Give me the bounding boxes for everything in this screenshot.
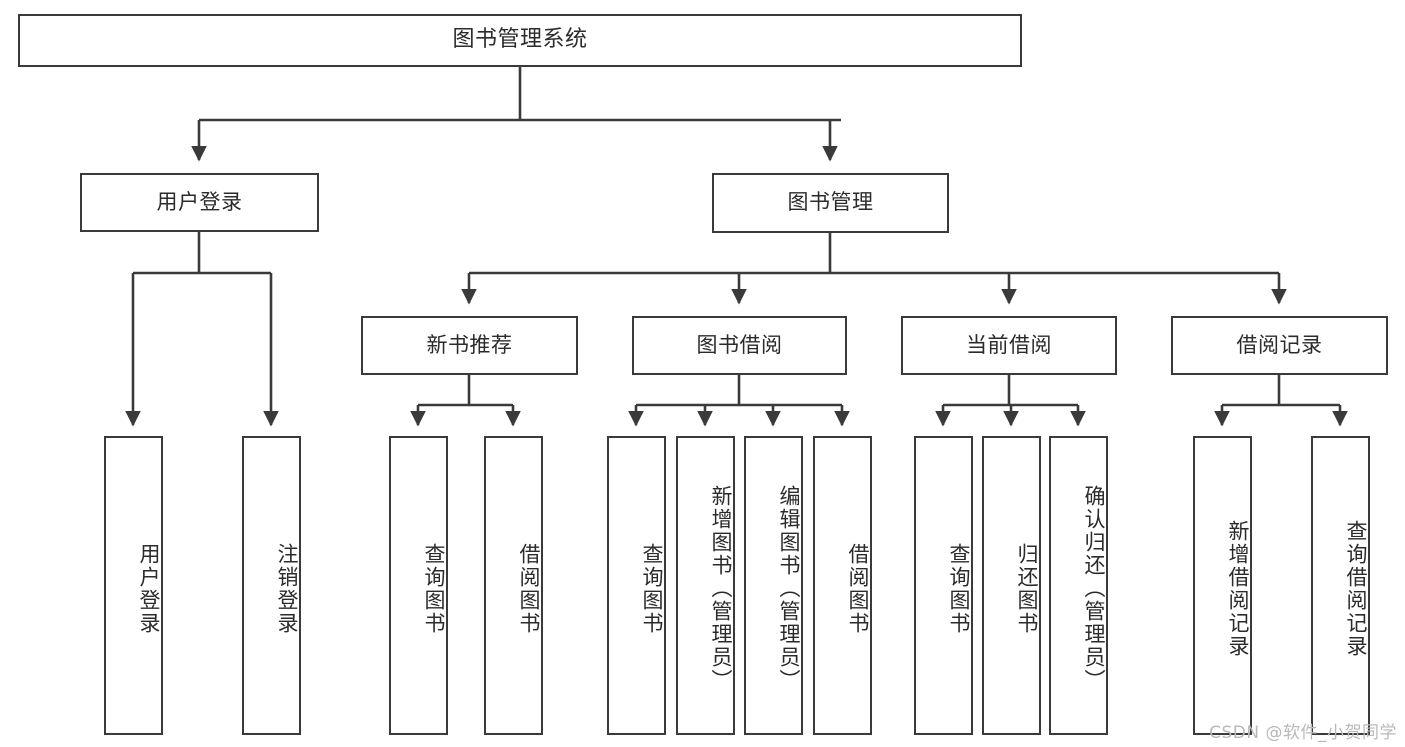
node-leaf-edit-book-label: 编辑图书（管理员） <box>777 485 801 692</box>
node-leaf-query-book-3-label: 查询图书 <box>947 542 971 635</box>
node-book-manage-label: 图书管理 <box>787 190 874 215</box>
node-leaf-confirm-return[interactable]: 确认归还（管理员） <box>1049 436 1108 735</box>
node-book-manage[interactable]: 图书管理 <box>712 173 949 233</box>
node-root-system-label: 图书管理系统 <box>452 27 588 53</box>
node-leaf-query-record[interactable]: 查询借阅记录 <box>1311 436 1370 735</box>
node-leaf-borrow-book-2[interactable]: 借阅图书 <box>813 436 872 735</box>
node-leaf-user-logout-label: 注销登录 <box>275 542 299 635</box>
node-leaf-add-book[interactable]: 新增图书（管理员） <box>676 436 735 735</box>
node-new-book-recommend[interactable]: 新书推荐 <box>361 316 578 375</box>
node-leaf-return-book-label: 归还图书 <box>1015 542 1039 635</box>
node-current-borrow[interactable]: 当前借阅 <box>901 316 1117 375</box>
node-leaf-confirm-return-label: 确认归还（管理员） <box>1082 485 1106 692</box>
csdn-watermark: CSDN @软件_小贺同学 <box>1209 723 1397 743</box>
node-leaf-user-logout[interactable]: 注销登录 <box>242 436 301 735</box>
node-user-login-label: 用户登录 <box>156 189 243 214</box>
node-leaf-add-record-label: 新增借阅记录 <box>1226 519 1250 658</box>
node-leaf-query-book-1[interactable]: 查询图书 <box>389 436 448 735</box>
node-leaf-borrow-book-1-label: 借阅图书 <box>517 542 541 635</box>
node-leaf-query-book-2-label: 查询图书 <box>640 542 664 635</box>
node-leaf-query-book-2[interactable]: 查询图书 <box>607 436 666 735</box>
node-leaf-query-record-label: 查询借阅记录 <box>1344 519 1368 658</box>
node-borrow-record[interactable]: 借阅记录 <box>1171 316 1388 375</box>
node-leaf-user-login-label: 用户登录 <box>137 542 161 635</box>
node-root-system[interactable]: 图书管理系统 <box>18 14 1022 67</box>
node-leaf-query-book-3[interactable]: 查询图书 <box>914 436 973 735</box>
node-book-borrow[interactable]: 图书借阅 <box>632 316 847 375</box>
node-leaf-edit-book[interactable]: 编辑图书（管理员） <box>744 436 803 735</box>
node-leaf-user-login[interactable]: 用户登录 <box>104 436 163 735</box>
node-user-login[interactable]: 用户登录 <box>80 173 319 232</box>
node-current-borrow-label: 当前借阅 <box>966 332 1052 357</box>
node-leaf-borrow-book-1[interactable]: 借阅图书 <box>484 436 543 735</box>
node-leaf-borrow-book-2-label: 借阅图书 <box>846 542 870 635</box>
node-leaf-query-book-1-label: 查询图书 <box>422 542 446 635</box>
node-book-borrow-label: 图书借阅 <box>696 332 783 357</box>
node-leaf-add-record[interactable]: 新增借阅记录 <box>1193 436 1252 735</box>
node-borrow-record-label: 借阅记录 <box>1236 332 1323 357</box>
node-new-book-recommend-label: 新书推荐 <box>426 332 513 357</box>
node-leaf-return-book[interactable]: 归还图书 <box>982 436 1041 735</box>
node-leaf-add-book-label: 新增图书（管理员） <box>709 485 733 692</box>
